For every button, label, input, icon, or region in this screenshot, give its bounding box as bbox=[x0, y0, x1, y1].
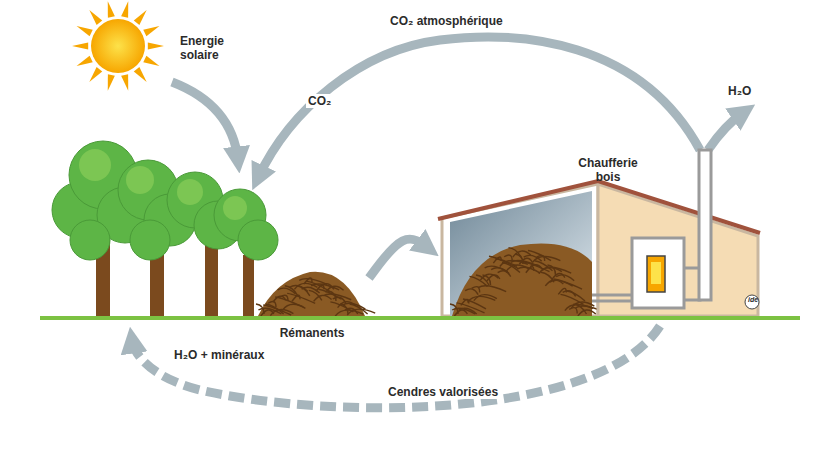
twig bbox=[556, 275, 574, 281]
twig bbox=[457, 303, 485, 313]
twig bbox=[578, 310, 596, 316]
sun-ray bbox=[121, 74, 128, 91]
slash-pile-node: Rémanents bbox=[255, 268, 369, 340]
twig bbox=[459, 308, 477, 314]
twig bbox=[539, 268, 562, 274]
twig bbox=[282, 304, 305, 310]
diagram-label: CO₂ bbox=[306, 94, 333, 108]
twig bbox=[548, 265, 556, 275]
twig bbox=[489, 256, 517, 266]
sun-ray bbox=[89, 10, 102, 25]
twig bbox=[340, 304, 348, 314]
slash-pile bbox=[256, 272, 375, 317]
twig bbox=[528, 251, 551, 261]
sun-ray bbox=[121, 1, 128, 18]
twig bbox=[569, 308, 577, 314]
sun-ray bbox=[148, 42, 164, 49]
twig bbox=[517, 267, 540, 273]
twig bbox=[470, 276, 488, 286]
twig bbox=[342, 303, 365, 309]
twig bbox=[263, 305, 291, 315]
node-label: Chaufferie bois bbox=[576, 156, 640, 185]
solar-arrow bbox=[172, 82, 238, 160]
node-label: Rémanents bbox=[280, 326, 345, 340]
twig bbox=[558, 288, 566, 294]
diagram-label: H₂O bbox=[726, 84, 753, 98]
sun-ray bbox=[89, 67, 102, 82]
sun-ray bbox=[72, 42, 88, 49]
twig bbox=[550, 280, 573, 286]
logo-text: ide bbox=[746, 296, 760, 304]
twig bbox=[567, 291, 585, 301]
twig bbox=[328, 291, 336, 301]
twig bbox=[467, 296, 495, 302]
sun-ray bbox=[143, 26, 159, 36]
diagram-label: Cendres valorisées bbox=[386, 385, 500, 399]
sun-ray bbox=[143, 56, 159, 66]
sun-ray bbox=[108, 74, 115, 91]
ash-return-arrow bbox=[132, 326, 660, 408]
twig bbox=[500, 260, 528, 266]
sun-ray bbox=[134, 67, 147, 82]
ground-line bbox=[40, 316, 800, 320]
h2o-arrow bbox=[708, 112, 744, 150]
twig bbox=[306, 281, 329, 291]
diagram-label: Energie solaire bbox=[178, 34, 244, 63]
twig bbox=[299, 279, 327, 285]
twig bbox=[509, 248, 522, 258]
sun-ray bbox=[77, 56, 93, 66]
twig bbox=[454, 310, 467, 316]
sun-ray bbox=[77, 26, 93, 36]
boiler-house-node: Chaufferie bois bbox=[440, 156, 762, 318]
boiler-house bbox=[438, 150, 760, 316]
flow-arrow bbox=[369, 239, 428, 278]
twig bbox=[487, 275, 500, 281]
twig bbox=[335, 310, 363, 316]
twig bbox=[478, 286, 506, 292]
twig bbox=[292, 295, 300, 301]
sun-ray bbox=[134, 10, 147, 25]
diagram-label: CO₂ atmosphérique bbox=[388, 14, 505, 28]
twig bbox=[465, 289, 478, 295]
twig bbox=[314, 295, 332, 301]
trees bbox=[52, 141, 278, 317]
sun bbox=[72, 1, 164, 91]
twig bbox=[278, 288, 296, 294]
twig bbox=[275, 297, 303, 307]
diagram-label: H₂O + minéraux bbox=[172, 348, 266, 362]
twig bbox=[498, 271, 511, 277]
sun-ray bbox=[108, 1, 115, 18]
